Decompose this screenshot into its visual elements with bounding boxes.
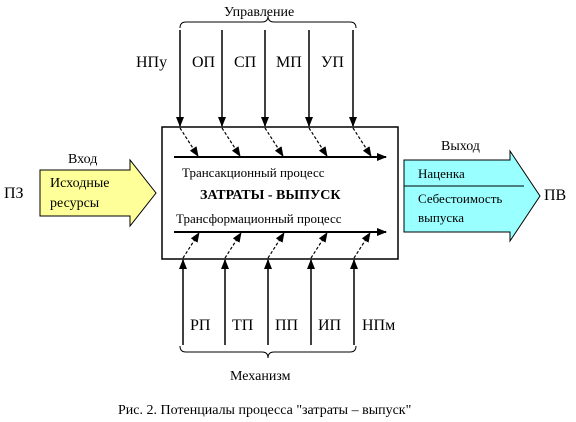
control-label-mp: МП bbox=[276, 54, 302, 71]
transaction-label: Трансакционный процесс bbox=[182, 165, 325, 180]
mechanism-label-tp: ТП bbox=[232, 317, 254, 334]
control-group-label: Управление bbox=[224, 5, 295, 20]
mechanism-label-rp: РП bbox=[190, 317, 211, 334]
output-block-arrow bbox=[403, 149, 541, 243]
input-code: ПЗ bbox=[4, 185, 24, 202]
output-arrow-row-2-line-1: Себестоимость bbox=[418, 191, 503, 206]
mechanism-group-label: Механизм bbox=[230, 369, 291, 384]
output-arrow-row-2-line-2: выпуска bbox=[418, 210, 464, 225]
input-arrow-line-1: Исходные bbox=[50, 176, 110, 191]
control-dashed-npu bbox=[179, 127, 199, 157]
control-label-npu: НПу bbox=[136, 54, 168, 71]
mechanism-label-pp: ПП bbox=[275, 317, 299, 334]
control-dashed-mp bbox=[308, 127, 328, 157]
process-title: ЗАТРАТЫ - ВЫПУСК bbox=[200, 188, 341, 203]
output-code: ПВ bbox=[544, 187, 567, 204]
control-dashed-up bbox=[352, 127, 372, 157]
control-dashed-sp bbox=[264, 127, 284, 157]
output-arrow-row-1: Наценка bbox=[418, 166, 465, 181]
control-label-op: ОП bbox=[192, 54, 216, 71]
mechanism-label-npm: НПм bbox=[362, 317, 396, 334]
input-label: Вход bbox=[68, 152, 98, 167]
output-label: Выход bbox=[441, 139, 480, 154]
control-label-up: УП bbox=[321, 54, 344, 71]
control-dashed-op bbox=[221, 127, 241, 157]
transformation-label: Трансформационный процесс bbox=[176, 211, 342, 226]
mechanism-label-ip: ИП bbox=[318, 317, 342, 334]
input-block-arrow bbox=[39, 158, 157, 228]
input-arrow-line-2: ресурсы bbox=[50, 196, 100, 211]
mechanism-brace bbox=[179, 345, 357, 359]
control-brace bbox=[179, 15, 357, 29]
control-label-sp: СП bbox=[234, 54, 257, 71]
figure-caption: Рис. 2. Потенциалы процесса "затраты – в… bbox=[118, 403, 412, 418]
